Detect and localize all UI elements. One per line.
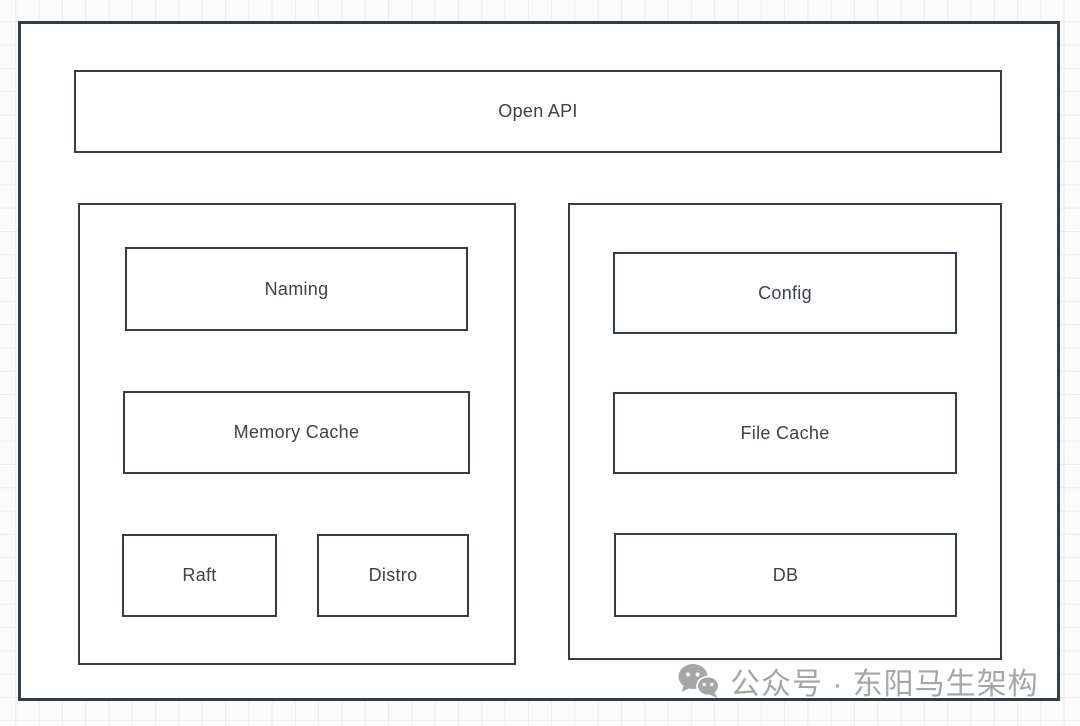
- node-open-api: Open API: [74, 70, 1002, 153]
- wechat-icon: [678, 664, 720, 698]
- node-db: DB: [614, 533, 957, 617]
- node-distro: Distro: [317, 534, 469, 617]
- node-memory-cache: Memory Cache: [123, 391, 470, 474]
- node-config: Config: [613, 252, 957, 334]
- node-db-label: DB: [772, 564, 799, 585]
- watermark: 公众号 · 东阳马生架构: [678, 659, 1039, 703]
- node-raft: Raft: [122, 534, 277, 617]
- node-config-label: Config: [758, 282, 812, 303]
- node-distro-label: Distro: [368, 565, 418, 585]
- node-naming-label: Naming: [264, 278, 329, 299]
- node-file-cache: File Cache: [613, 392, 957, 474]
- node-naming: Naming: [125, 247, 468, 331]
- node-memory-cache-label: Memory Cache: [233, 422, 360, 442]
- node-file-cache-label: File Cache: [740, 422, 830, 443]
- watermark-text: 公众号 · 东阳马生架构: [730, 668, 1039, 701]
- node-raft-label: Raft: [182, 565, 217, 585]
- node-open-api-label: Open API: [498, 101, 578, 121]
